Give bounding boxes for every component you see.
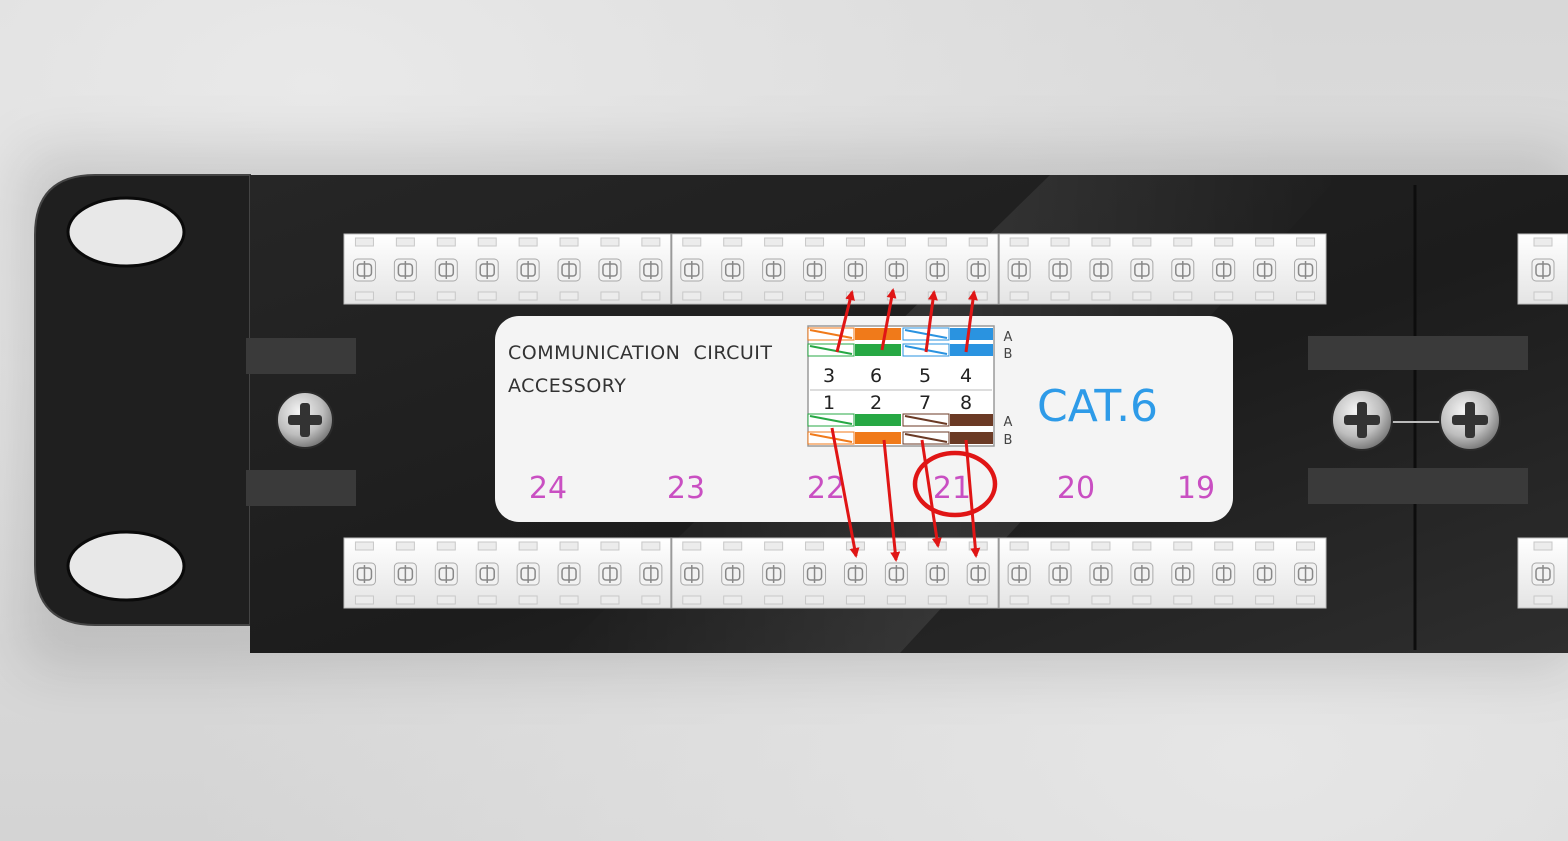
wire-green-a [855,414,901,426]
rack-ear-left [34,174,251,626]
scheme-a-bottom: A [1004,415,1013,430]
pin-top-2: 6 [870,365,882,387]
port-number-23: 23 [667,471,705,506]
port-number-19: 19 [1177,471,1215,506]
terminal-contact [1171,237,1195,301]
terminal-contact [721,237,745,301]
terminal-contact [434,541,458,605]
terminal-contact [1089,237,1113,301]
wiring-diagram [807,325,995,447]
terminal-contact [639,541,663,605]
terminal-contact [803,541,827,605]
terminal-contact [516,541,540,605]
terminal-contact [762,541,786,605]
punch-down-block-bottom [343,537,1327,609]
terminal-contact [680,237,704,301]
arrow-to-bottom-pin-2 [882,439,901,562]
terminal-contact [516,237,540,301]
arrow-to-bottom-pin-1 [830,427,860,558]
terminal-contact [843,237,867,301]
pin-top-1: 3 [823,365,835,387]
wire-brown-a [950,414,993,426]
terminal-contact [1212,237,1236,301]
terminal-contact [557,541,581,605]
terminal-contact [1531,237,1555,301]
punch-down-block-partial-right [1517,233,1568,609]
terminal-contact [1007,541,1031,605]
wire-orange-b [855,432,901,444]
punch-down-block-top [343,233,1327,305]
pin-bottom-1: 1 [823,392,835,414]
terminal-contact [721,541,745,605]
terminal-contact [475,541,499,605]
terminal-contact [1130,541,1154,605]
annotation-arrows [830,288,981,562]
terminal-contact [598,237,622,301]
screw-right-1 [1331,389,1393,451]
arrow-to-top-pin-2 [880,288,897,351]
terminal-contact [1048,541,1072,605]
arrow-to-top-pin-4 [964,290,978,353]
terminal-contact [966,541,990,605]
terminal-contact [1089,541,1113,605]
terminal-contact [966,237,990,301]
port-number-24: 24 [529,471,567,506]
wire-green-b [855,344,901,356]
clamp-tab-top-right [1308,336,1528,370]
rack-mount-hole-bottom [66,530,186,602]
terminal-contact [803,237,827,301]
terminal-contact [639,237,663,301]
terminal-contact [1294,541,1318,605]
terminal-contact [598,541,622,605]
terminal-contact [1253,541,1277,605]
arrow-to-top-pin-1 [835,290,855,353]
terminal-contact [1048,237,1072,301]
scheme-a-top: A [1004,330,1013,345]
terminal-contact [557,237,581,301]
port-number-22: 22 [807,471,845,506]
terminal-contact [1007,237,1031,301]
terminal-contact [1130,237,1154,301]
pin-bottom-2: 2 [870,392,882,414]
category-label: CAT.6 [1037,381,1158,432]
label-line-2: ACCESSORY [508,375,626,397]
arrow-to-bottom-pin-4 [964,439,981,558]
screw-right-2 [1439,389,1501,451]
wire-blue-b [950,344,993,356]
terminal-contact [475,237,499,301]
port-number-21: 21 [933,471,971,506]
pin-top-4: 4 [960,365,972,387]
pin-bottom-4: 8 [960,392,972,414]
arrow-to-bottom-pin-3 [920,439,942,548]
clamp-tab-top-left [246,338,356,374]
terminal-contact [1531,541,1555,605]
clamp-tab-bottom-right [1308,468,1528,504]
terminal-contact [1253,237,1277,301]
terminal-contact [393,237,417,301]
pin-top-3: 5 [919,365,931,387]
terminal-contact [1212,541,1236,605]
label-line-1: COMMUNICATION CIRCUIT [508,342,773,364]
wire-brown-b [950,432,993,444]
terminal-contact [393,541,417,605]
terminal-contact [352,541,376,605]
wire-blue-a [950,328,993,340]
highlight-circle-port-21 [912,450,998,518]
terminal-contact [1294,237,1318,301]
port-number-20: 20 [1057,471,1095,506]
clamp-tab-bottom-left [246,470,356,506]
terminal-contact [680,541,704,605]
terminal-contact [434,237,458,301]
terminal-contact [352,237,376,301]
rack-mount-hole-top [66,196,186,268]
scheme-b-top: B [1004,347,1013,362]
scheme-b-bottom: B [1004,433,1013,448]
terminal-contact [1171,541,1195,605]
screw-left [276,391,334,449]
terminal-contact [762,237,786,301]
pin-bottom-3: 7 [919,392,931,414]
arrow-to-top-pin-3 [924,290,938,353]
wire-orange-a [855,328,901,340]
